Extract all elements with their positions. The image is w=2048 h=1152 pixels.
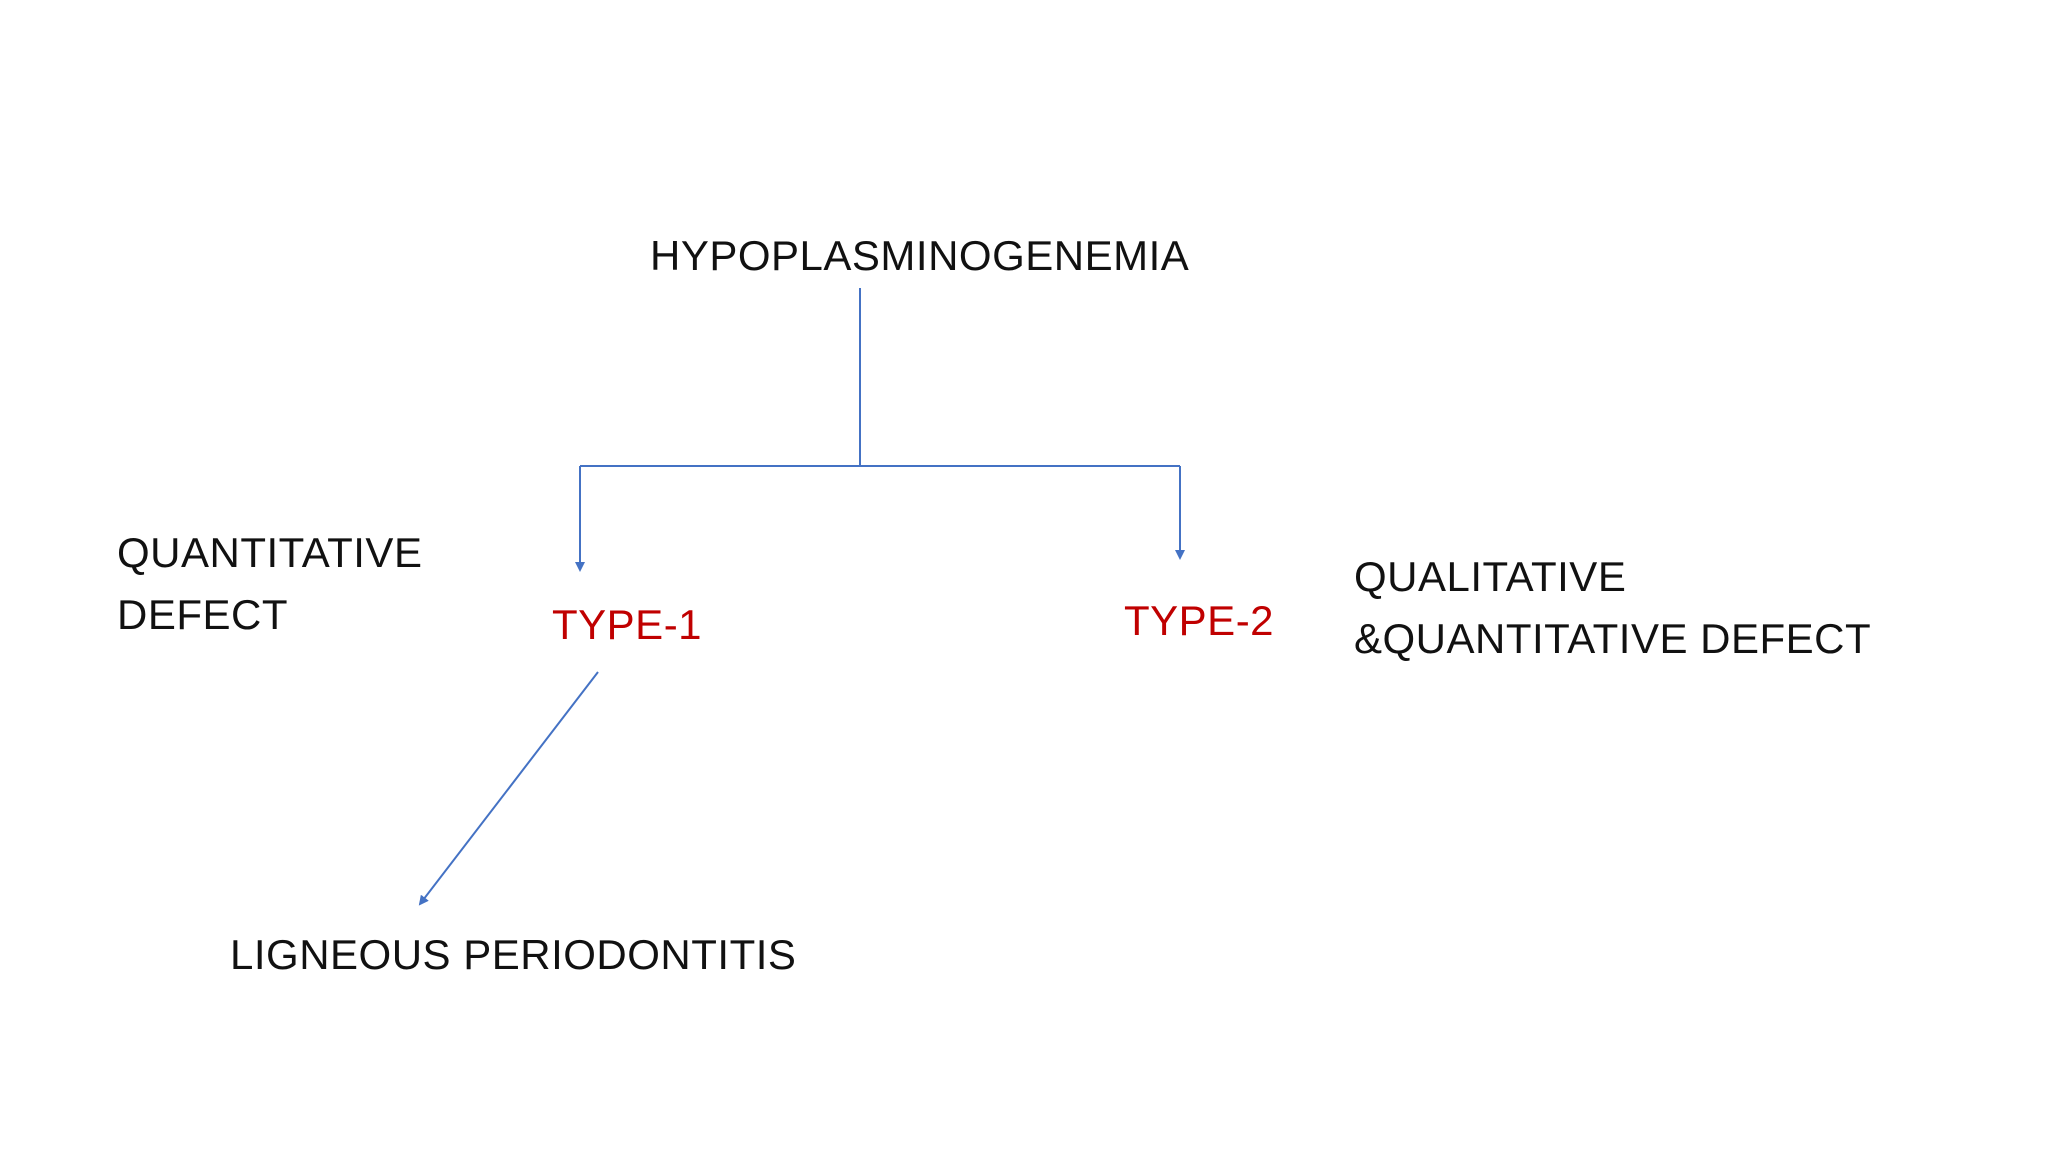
type-2-description-line-1: QUALITATIVE — [1354, 553, 1627, 600]
arrow-to-ligneous-periodontitis — [418, 671, 599, 906]
type-1-description: QUANTITATIVE DEFECT — [117, 522, 422, 646]
type-2-description: QUALITATIVE &QUANTITATIVE DEFECT — [1354, 546, 1871, 670]
type-1-description-line-1: QUANTITATIVE — [117, 529, 423, 576]
type-2-node-label: TYPE-2 — [1124, 597, 1275, 644]
type-2-description-line-2: &QUANTITATIVE DEFECT — [1354, 615, 1872, 662]
type-1-node-label: TYPE-1 — [552, 601, 703, 648]
type-1-description-line-2: DEFECT — [117, 591, 288, 638]
root-node-label: HYPOPLASMINOGENEMIA — [650, 232, 1190, 279]
ligneous-periodontitis-node-label: LIGNEOUS PERIODONTITIS — [230, 931, 797, 978]
